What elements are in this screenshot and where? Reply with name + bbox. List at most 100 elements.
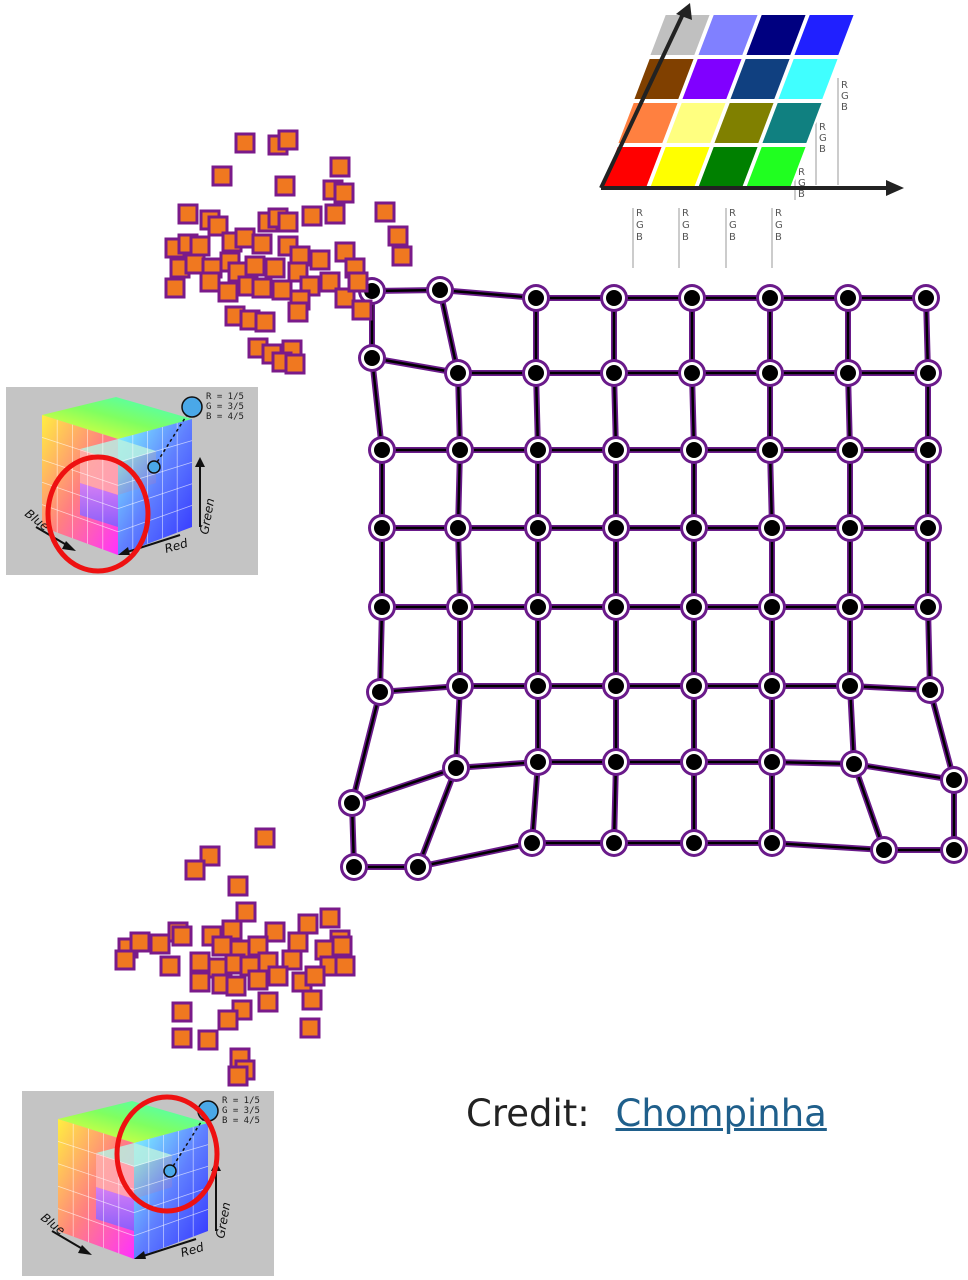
sample-square [351,299,373,321]
som-node [528,290,544,306]
sample-square [227,1065,249,1087]
sample-square [189,951,211,973]
som-node [374,520,390,536]
sample-square [257,991,279,1013]
sample-square [247,969,269,991]
cube-axis-label-red: Red [163,536,190,556]
sample-square [287,301,309,323]
sample-square [149,933,171,955]
cube-front-block [80,483,118,527]
cube-axis-label-green: Green [213,1201,233,1239]
sample-square [391,245,413,267]
som-node [764,520,780,536]
cube-red-arrowhead [118,547,130,555]
som-grid-edges-glow [349,287,957,870]
sample-square [184,859,206,881]
sample-square [271,279,293,301]
som-node [762,290,778,306]
cube-red-axis [123,534,181,554]
som-node [764,754,780,770]
som-node [452,599,468,615]
som-node [608,678,624,694]
cube-red-arrowhead [134,1251,146,1259]
palette-channel-label: B [729,232,736,243]
cube-blue-arrowhead [62,541,76,551]
sample-square [177,203,199,225]
sample-square [277,129,299,151]
som-edge [370,357,384,451]
palette-channel-label: B [775,232,782,243]
sample-square [189,235,211,257]
palette-channel-label: R [636,208,643,219]
som-edge [852,763,886,851]
sample-square [114,949,136,971]
som-node [530,599,546,615]
sample-square [274,175,296,197]
sample-square [159,955,181,977]
sample-square [189,971,211,993]
som-grid-edges [350,288,956,869]
cube-readout-text: B = 4/5 [222,1116,260,1126]
som-node [608,754,624,770]
credit-author-link[interactable]: Chompinha [615,1092,827,1135]
cube-cutaway-right [118,451,156,495]
som-node [608,599,624,615]
sample-square [299,1017,321,1039]
som-node [764,835,780,851]
palette-channel-label: G [819,133,827,144]
palette-channel-label: R [729,208,736,219]
sample-square [199,271,221,293]
palette-swatch [727,57,793,101]
cube-grid-line [133,1144,209,1167]
cube-probe-point [147,460,161,474]
som-edge [771,841,885,852]
sample-square [324,203,346,225]
som-node [606,835,622,851]
sample-square [319,271,341,293]
cube-top-face [58,1101,208,1143]
sample-square [184,253,206,275]
som-node [346,859,362,875]
sample-square [334,955,356,977]
som-node [920,520,936,536]
cube-blue-arrowhead [78,1245,92,1255]
sample-square [267,965,289,987]
som-node [528,365,544,381]
som-node [684,365,700,381]
cube-grid-line [117,440,193,463]
som-edge [351,766,457,805]
cube-grid-line [117,505,193,533]
palette-x-arrowhead [886,180,904,196]
sample-square [171,925,193,947]
sample-square [234,227,256,249]
palette-swatch [775,57,841,101]
sample-square [281,949,303,971]
sample-square [387,225,409,247]
palette-swatch [663,101,729,145]
som-node [530,442,546,458]
sample-square [235,901,257,923]
sample-square [329,156,351,178]
som-edge [928,689,956,781]
palette-channel-label: B [841,102,848,113]
cube-grid-line [57,1141,135,1167]
sample-square [225,975,247,997]
cube-readout-text: G = 3/5 [222,1106,260,1116]
cube-top-face [42,397,192,439]
cube-probe-point [163,1164,177,1178]
som-node [686,599,702,615]
cube-grid-line [57,1185,135,1213]
sample-square [301,989,323,1011]
som-node [876,842,892,858]
palette-swatch [615,101,681,145]
som-node [762,365,778,381]
palette-channel-label: R [775,208,782,219]
som-node [842,599,858,615]
palette-channel-label: G [636,220,644,231]
som-grid-nodes [338,276,968,881]
sample-square [319,907,341,929]
